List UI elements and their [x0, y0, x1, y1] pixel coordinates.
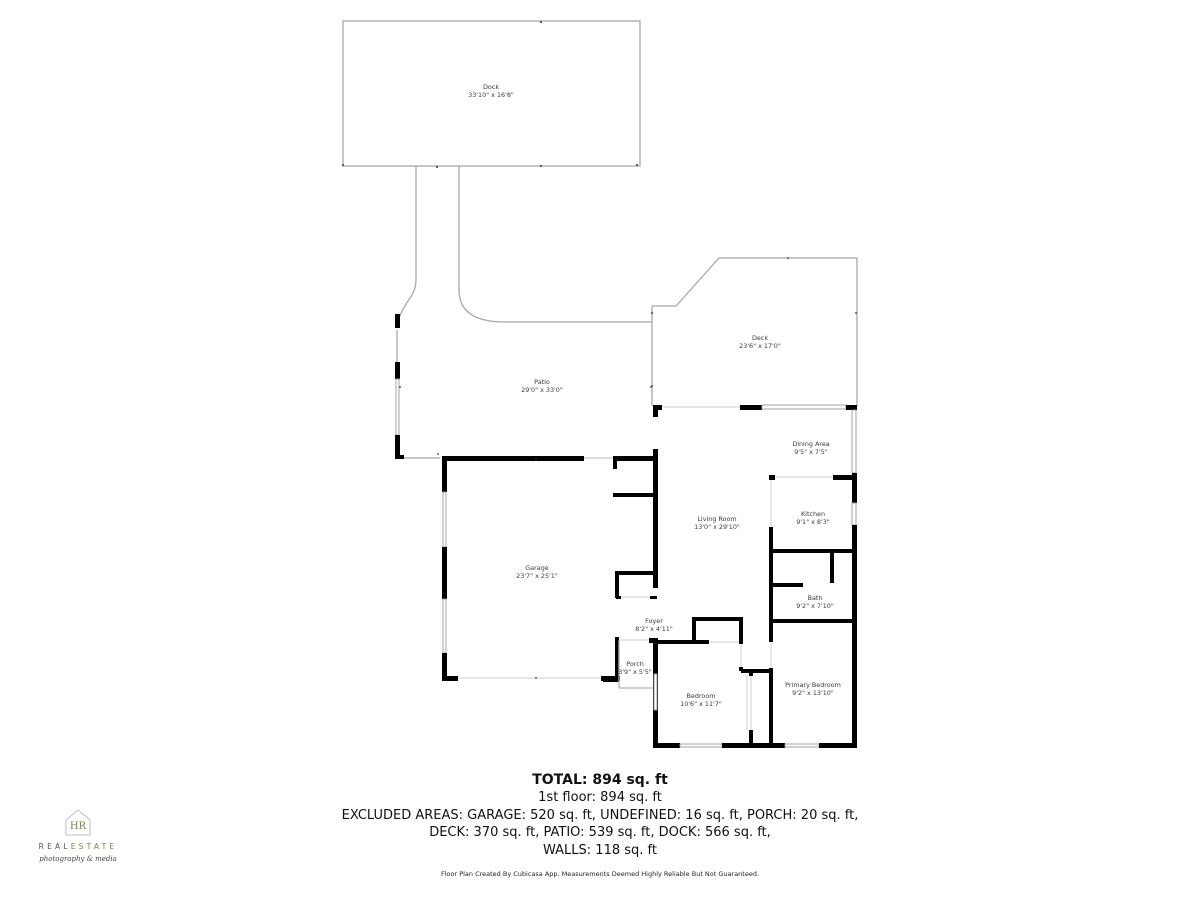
first-floor-area: 1st floor: 894 sq. ft	[538, 790, 662, 805]
dining-label: Dining Area	[792, 440, 829, 448]
area-summary: TOTAL: 894 sq. ft 1st floor: 894 sq. ft …	[300, 771, 900, 859]
patio-dims: 29'0" x 33'0"	[521, 386, 563, 394]
kitchen-dims: 9'1" x 8'3"	[796, 518, 830, 526]
dock-area	[342, 20, 641, 168]
excluded-areas-line-2: DECK: 370 sq. ft, PATIO: 539 sq. ft, DOC…	[429, 825, 771, 840]
porch-dims: 3'9" x 5'5"	[618, 668, 652, 676]
garage-walls	[442, 456, 658, 689]
primary-bedroom-dims: 9'2" x 13'10"	[792, 689, 834, 697]
bedroom-label: Bedroom	[687, 692, 716, 700]
company-logo: HR REALESTATE photography & media	[28, 808, 128, 870]
porch-label: Porch	[626, 660, 644, 668]
living-dims: 13'0" x 29'10"	[694, 523, 740, 531]
bedroom-dims: 10'6" x 11'7"	[680, 700, 722, 708]
dock-label: Dock	[483, 83, 499, 91]
deck-dims: 23'6" x 17'0"	[739, 342, 781, 350]
disclaimer: Floor Plan Created By Cubicasa App. Meas…	[440, 870, 760, 878]
total-area: TOTAL: 894 sq. ft	[532, 772, 668, 788]
bath-label: Bath	[808, 594, 823, 602]
dining-dims: 9'5" x 7'5"	[794, 448, 828, 456]
house-logo-icon: HR	[65, 809, 91, 836]
foyer-dims: 8'2" x 4'11"	[635, 625, 673, 633]
walls-area: WALLS: 118 sq. ft	[543, 842, 657, 858]
dock-dims: 33'10" x 16'8"	[468, 91, 514, 99]
deck-area	[651, 257, 858, 406]
room-labels: Dock 33'10" x 16'8" Deck 23'6" x 17'0" P…	[468, 83, 841, 708]
patio-area	[395, 166, 653, 459]
logo-tagline: photography & media	[39, 855, 117, 863]
patio-label: Patio	[534, 378, 550, 386]
bath-dims: 9'2" x 7'10"	[796, 602, 834, 610]
house-walls	[653, 404, 857, 748]
garage-dims: 23'7" x 25'1"	[516, 572, 558, 580]
living-label: Living Room	[697, 515, 736, 523]
garage-label: Garage	[525, 564, 548, 572]
foyer-label: Foyer	[645, 617, 663, 625]
primary-bedroom-label: Primary Bedroom	[785, 681, 841, 689]
svg-text:HR: HR	[70, 821, 87, 832]
deck-label: Deck	[752, 334, 768, 342]
kitchen-label: Kitchen	[801, 510, 825, 518]
excluded-areas-line-1: EXCLUDED AREAS: GARAGE: 520 sq. ft, UNDE…	[341, 807, 859, 823]
logo-brand-text: REALESTATE	[38, 842, 118, 851]
